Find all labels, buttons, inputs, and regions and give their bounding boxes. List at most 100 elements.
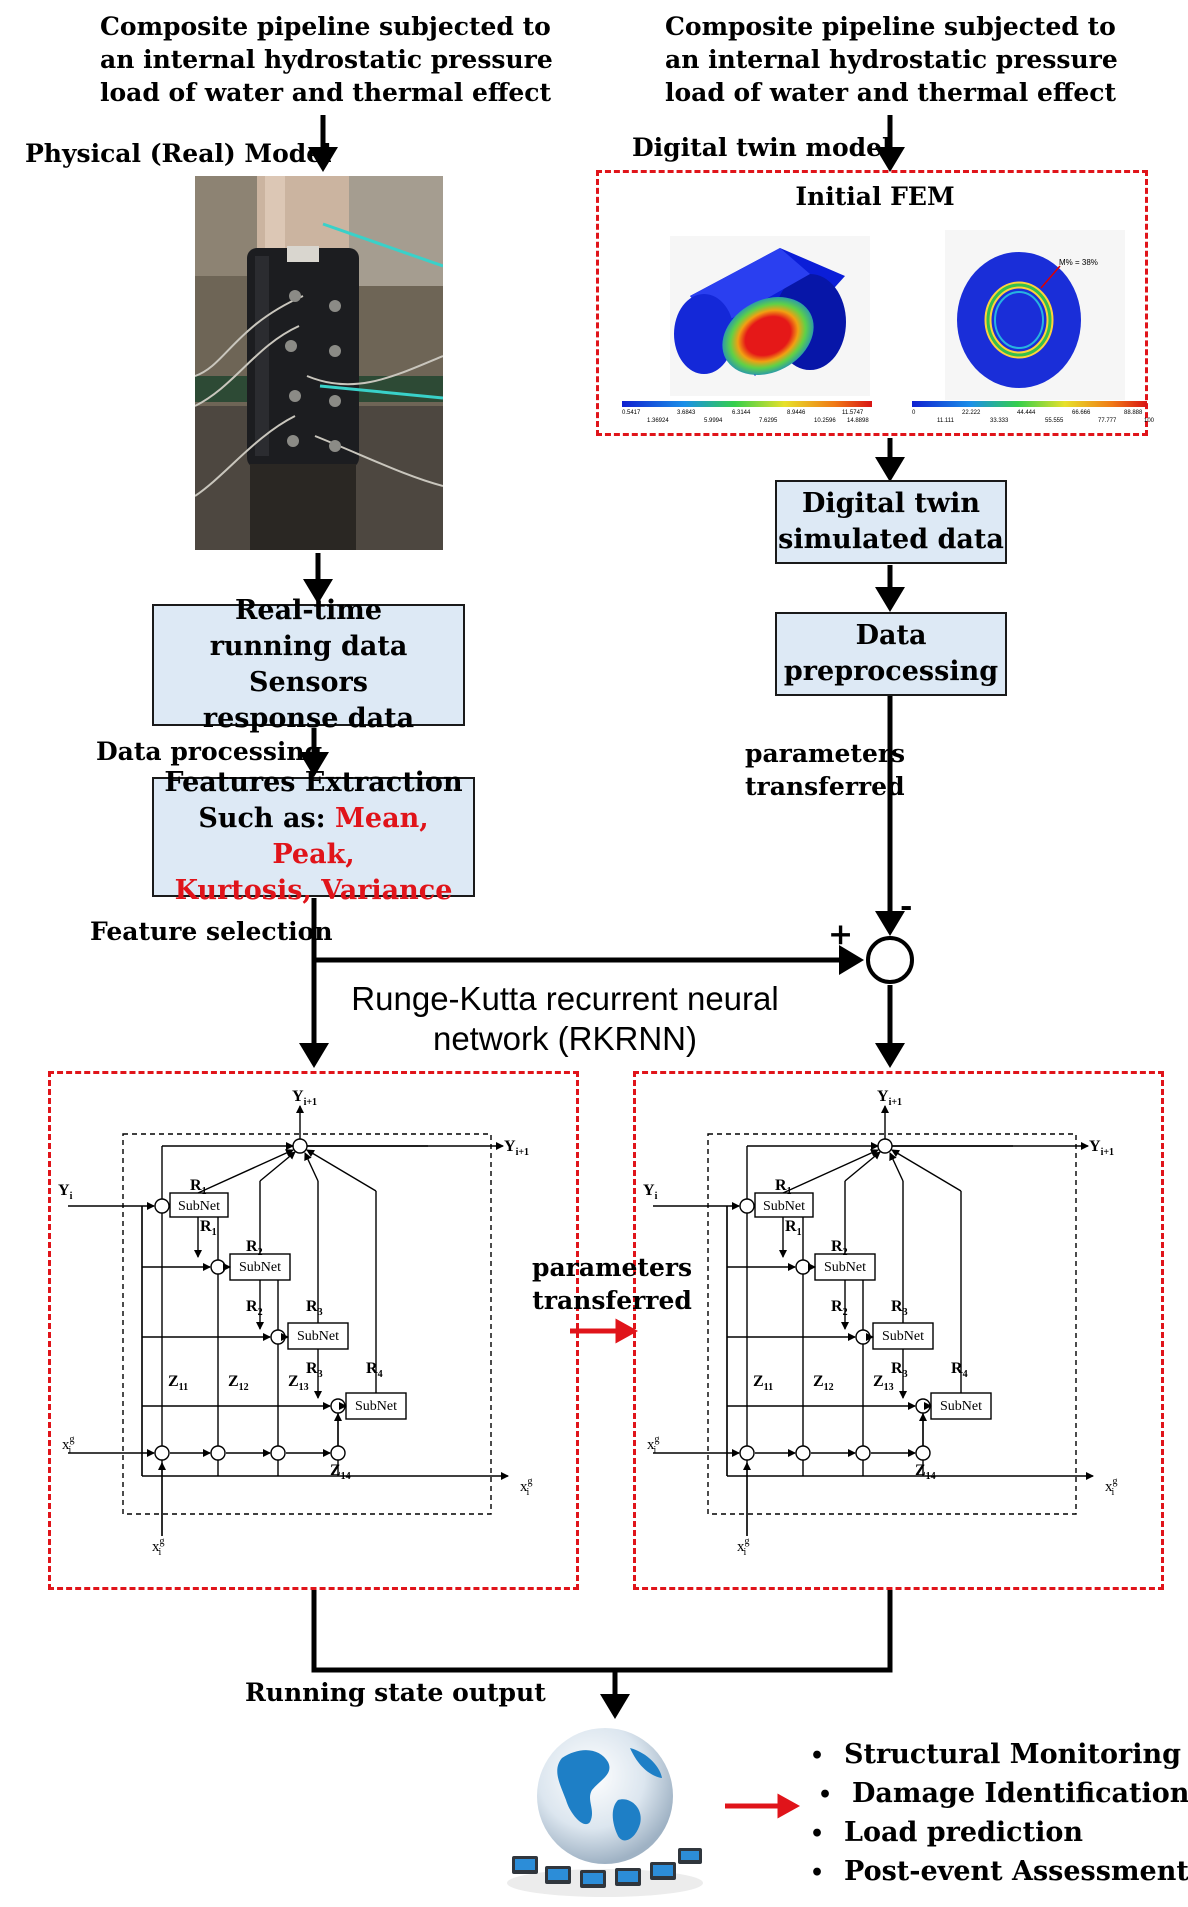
sum-node — [855, 1445, 871, 1461]
sum-node — [795, 1445, 811, 1461]
subnet-label: SubNet — [824, 1260, 866, 1275]
physical-model-label: Physical (Real) Model — [25, 139, 332, 168]
z-label: Z11 — [168, 1373, 188, 1393]
sum-node — [154, 1445, 170, 1461]
link — [306, 1149, 377, 1192]
sum-node — [270, 1445, 286, 1461]
left-rkrnn-panel — [48, 1071, 579, 1590]
inner-frame — [122, 1133, 492, 1515]
r-label: R1 — [775, 1177, 792, 1197]
subnet-label: SubNet — [297, 1329, 339, 1344]
r-label: R4 — [366, 1360, 383, 1380]
link — [889, 1152, 904, 1182]
subnet-label: SubNet — [763, 1199, 805, 1214]
legend1-tick: 11.5747 — [842, 410, 864, 416]
subnet-label: SubNet — [882, 1329, 924, 1344]
line-output-merge — [311, 1590, 893, 1673]
outcome-item: Structural Monitoring — [810, 1736, 1188, 1775]
data-processing-label: Data processing — [96, 737, 323, 766]
sum-node — [739, 1198, 755, 1214]
z-label: Z14 — [915, 1462, 936, 1482]
fem-cylinder-model — [670, 236, 870, 396]
left-load-description: Composite pipeline subjected to an inter… — [100, 12, 553, 107]
legend1-tick: 5.9994 — [704, 418, 723, 424]
sum-node — [739, 1445, 755, 1461]
subnet-block — [229, 1253, 291, 1281]
sum-node — [795, 1259, 811, 1275]
sum-node — [210, 1259, 226, 1275]
legend1-tick: 0.5417 — [622, 410, 641, 416]
legend1-tick: 8.9446 — [787, 410, 806, 416]
z-label: Z13 — [873, 1373, 894, 1393]
rkrnn-title: Runge-Kutta recurrent neural network (RK… — [351, 980, 779, 1057]
outcome-item: Load prediction — [810, 1814, 1188, 1853]
z-label: Z14 — [330, 1462, 351, 1482]
y-next-label: Yi+1 — [292, 1088, 317, 1108]
subnet-block — [169, 1192, 229, 1218]
sum-node — [855, 1329, 871, 1345]
y-input-label: Yi — [643, 1182, 658, 1202]
legend2-tick: 77.777 — [1098, 418, 1117, 424]
fem-annotation: M% = 38% — [1059, 258, 1098, 267]
legend2-tick: 55.555 — [1045, 418, 1064, 424]
right-load-description: Composite pipeline subjected to an inter… — [665, 12, 1118, 107]
y-next-side-label: Yi+1 — [504, 1138, 529, 1158]
r-label: R2 — [246, 1298, 263, 1318]
minus-sign: - — [900, 889, 913, 924]
data-preprocessing-box: Data preprocessing — [775, 612, 1007, 696]
legend1-tick: 6.3144 — [732, 410, 751, 416]
sum-node — [154, 1198, 170, 1214]
legend2-tick: 66.666 — [1072, 410, 1091, 416]
r-label: R3 — [306, 1298, 323, 1318]
outcome-item: Post-event Assessment — [810, 1853, 1188, 1892]
subnet-label: SubNet — [239, 1260, 281, 1275]
r-label: R2 — [246, 1238, 263, 1258]
subnet-label: SubNet — [940, 1399, 982, 1414]
fem-cross-section-model: M% = 38% — [945, 230, 1125, 400]
sum-node — [330, 1445, 346, 1461]
initial-fem-panel — [596, 170, 1148, 436]
r-label: R1 — [200, 1218, 217, 1238]
r-label: R2 — [831, 1238, 848, 1258]
initial-fem-title: Initial FEM — [795, 182, 955, 211]
digital-twin-model-label: Digital twin model — [632, 133, 892, 162]
legend2-tick: 22.222 — [962, 410, 981, 416]
parameters-transferred-top-label: parameters transferred — [745, 739, 906, 801]
link — [844, 1151, 881, 1182]
fem-legend-1: 0.5417 3.6843 6.3144 8.9446 11.5747 1.36… — [622, 401, 872, 424]
features-extraction-box: Features Extraction Such as: Mean, Peak,… — [152, 767, 475, 906]
y-next-label: Yi+1 — [877, 1088, 902, 1108]
y-next-side-label: Yi+1 — [1089, 1138, 1114, 1158]
sum-node — [330, 1398, 346, 1414]
legend2-tick: 33.333 — [990, 418, 1009, 424]
legend1-tick: 10.2596 — [814, 418, 836, 424]
legend2-tick: 0 — [912, 410, 916, 416]
legend2-tick: 100 — [1144, 418, 1155, 424]
subnet-label: SubNet — [355, 1399, 397, 1414]
feature-selection-label: Feature selection — [90, 917, 333, 946]
output-sum-node — [877, 1138, 893, 1154]
sum-node — [270, 1329, 286, 1345]
globe-network-icon — [507, 1728, 703, 1897]
outcome-item: Damage Identification — [810, 1775, 1188, 1814]
legend1-tick: 3.6843 — [677, 410, 696, 416]
link — [782, 1149, 879, 1194]
r-label: R3 — [891, 1298, 908, 1318]
link — [259, 1151, 296, 1182]
sum-node — [915, 1398, 931, 1414]
z-label: Z11 — [753, 1373, 773, 1393]
sum-node — [915, 1445, 931, 1461]
z-label: Z12 — [813, 1373, 834, 1393]
legend1-tick: 14.8898 — [847, 418, 869, 424]
realtime-data-box: Real-time running data Sensors response … — [152, 595, 465, 734]
legend2-tick: 44.444 — [1017, 410, 1036, 416]
plus-sign: + — [828, 917, 854, 952]
z-label: Z13 — [288, 1373, 309, 1393]
